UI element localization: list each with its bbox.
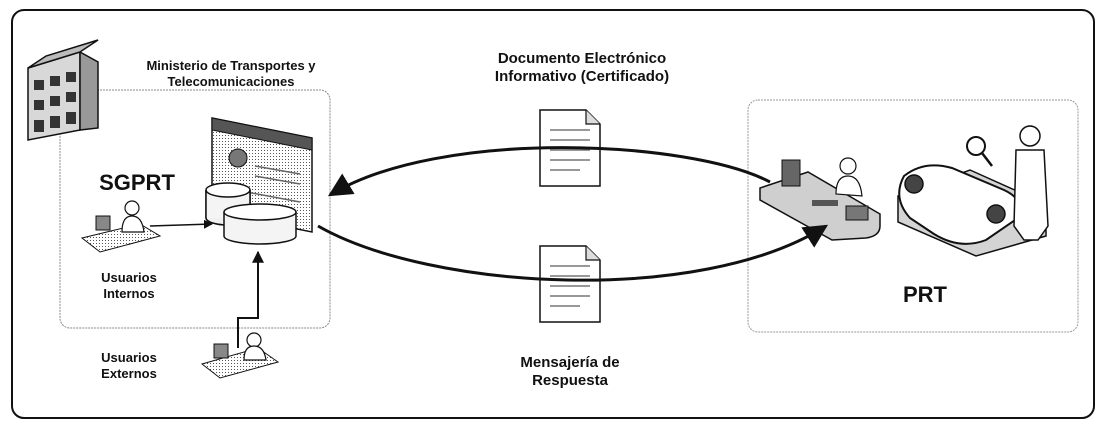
bottom-flow-line1: Mensajería de <box>520 354 620 371</box>
bottom-flow-line2: Respuesta <box>532 372 608 389</box>
flow-arrow-top <box>327 146 771 197</box>
top-flow-line1: Documento Electrónico <box>497 50 667 67</box>
outer-frame <box>11 9 1095 419</box>
top-flow-line2: Informativo (Certificado) <box>494 68 670 85</box>
internal-user-arrow <box>149 219 213 229</box>
building-icon <box>27 39 99 141</box>
workstation-icon <box>759 157 881 241</box>
external-users-label: Usuarios Externos <box>82 350 176 381</box>
ministry-label: Ministerio de Transportes y Telecomunica… <box>96 58 366 89</box>
external-user-arrow <box>237 250 264 348</box>
external-users-line1: Usuarios <box>101 350 157 365</box>
bottom-flow-label: Mensajería de Respuesta <box>470 354 670 390</box>
prt-label: PRT <box>903 282 947 307</box>
internal-users-line1: Usuarios <box>101 270 157 285</box>
external-users-line2: Externos <box>101 365 157 381</box>
flow-arrow-bottom <box>317 224 829 282</box>
ministry-label-line2: Telecomunicaciones <box>167 73 295 89</box>
sgprt-box <box>59 89 331 329</box>
internal-users-line2: Internos <box>103 285 155 301</box>
internal-users-label: Usuarios Internos <box>84 270 174 301</box>
database-icon <box>223 203 297 245</box>
inspection-icon <box>897 125 1049 257</box>
workstation-icon <box>80 200 162 253</box>
sgprt-label: SGPRT <box>99 170 175 195</box>
ministry-label-line1: Ministerio de Transportes y <box>146 58 316 73</box>
workstation-icon <box>200 332 280 379</box>
document-icon <box>539 245 601 323</box>
prt-box <box>747 99 1079 333</box>
top-flow-label: Documento Electrónico Informativo (Certi… <box>412 50 752 86</box>
